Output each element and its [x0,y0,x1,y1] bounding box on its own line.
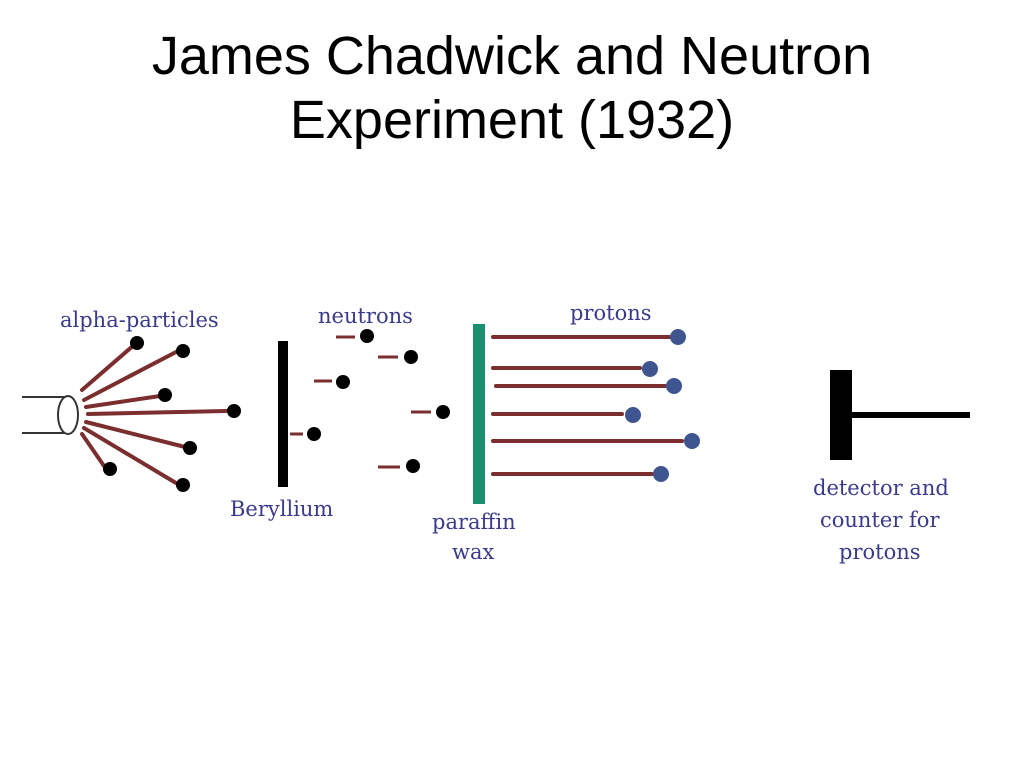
label-protons: protons [570,301,652,325]
label-paraffin: paraffin [432,510,516,534]
alpha-rays [80,343,228,485]
alpha-particle-dot [227,404,241,418]
proton-dot [666,378,682,394]
alpha-ray [80,343,136,392]
neutrons [290,329,450,473]
page-title-line2: Experiment (1932) [289,90,735,150]
alpha-source-tube [22,395,79,435]
proton-dot [684,433,700,449]
neutron [378,459,420,473]
alpha-particle-dot [158,388,172,402]
proton-dot [625,407,641,423]
label-alpha-particles: alpha-particles [60,308,219,332]
alpha-ray [84,394,162,409]
label-beryllium: Beryllium [230,497,333,521]
proton-dot [670,329,686,345]
alpha-ray [80,432,106,468]
label-detector-line3: protons [839,540,921,564]
page-title-line1: James Chadwick and Neutron [151,26,873,86]
alpha-particle-dot [176,344,190,358]
proton-rays [491,335,684,476]
neutron [378,350,418,364]
alpha-particle-dot [130,336,144,350]
neutron [411,405,450,419]
neutron [336,329,374,343]
neutron [290,427,321,441]
alpha-particle-dot [176,478,190,492]
label-detector-line2: counter for [820,508,940,532]
proton-dots [625,329,700,482]
neutron [314,375,350,389]
alpha-particle-dot [183,441,197,455]
alpha-ray [84,420,187,449]
alpha-ray [86,409,228,416]
proton-detector [830,370,970,460]
paraffin-wax-slab [473,324,485,504]
proton-dot [642,361,658,377]
label-wax: wax [452,540,494,564]
label-detector-line1: detector and [813,476,949,500]
alpha-ray [82,350,178,402]
alpha-ray [82,426,178,485]
page-title: James Chadwick and Neutron Experiment (1… [0,24,1024,152]
label-neutrons: neutrons [318,304,413,328]
alpha-particles [103,336,241,492]
beryllium-target [278,341,288,487]
proton-dot [653,466,669,482]
alpha-particle-dot [103,462,117,476]
